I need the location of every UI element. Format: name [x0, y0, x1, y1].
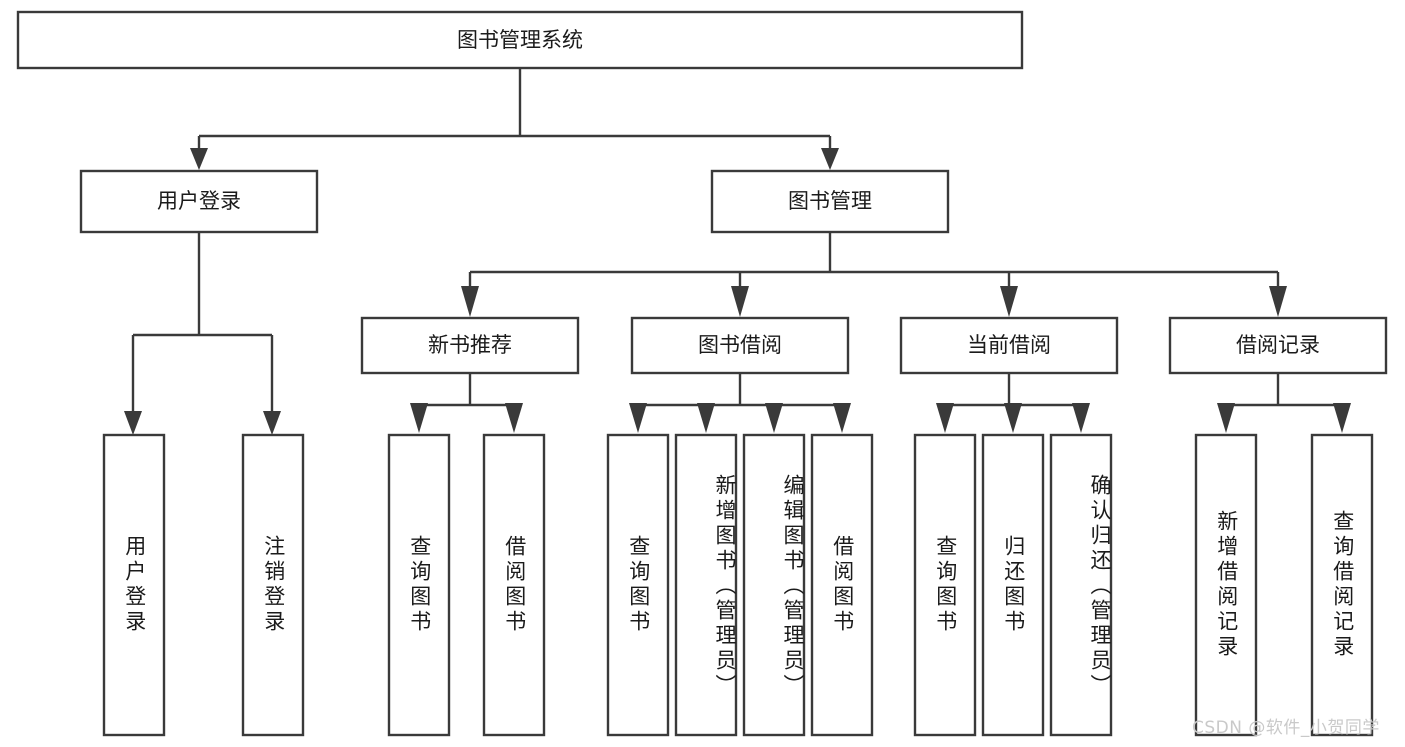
node-new-book-recommend-label: 新书推荐 — [428, 333, 512, 357]
arrow-icon-new-book-1 — [410, 403, 428, 433]
node-current-borrow-box — [899, 316, 1119, 375]
leaf-box-new-book-2[interactable] — [482, 433, 546, 737]
arrow-icon-current-borrow-3 — [1072, 403, 1090, 433]
arrow-icon-borrow-record-1 — [1217, 403, 1235, 433]
node-book-manage-box — [710, 169, 950, 234]
leaf-box-book-borrow-2[interactable] — [674, 433, 738, 737]
arrow-icon-to-book-manage — [821, 148, 839, 170]
leaf-box-user-login-2[interactable] — [241, 433, 305, 737]
node-new-book-recommend-box — [360, 316, 580, 375]
node-current-borrow[interactable]: 当前借阅 — [899, 316, 1119, 375]
leaf-box-borrow-record-2[interactable] — [1310, 433, 1374, 737]
node-borrow-record[interactable]: 借阅记录 — [1168, 316, 1388, 375]
node-root-label: 图书管理系统 — [457, 28, 583, 52]
leaf-box-current-borrow-3[interactable] — [1049, 433, 1113, 737]
node-user-login-label: 用户登录 — [157, 189, 241, 213]
arrow-icon-book-borrow-1 — [629, 403, 647, 433]
arrow-icon-to-current-borrow — [1000, 286, 1018, 317]
arrow-icon-borrow-record-2 — [1333, 403, 1351, 433]
arrow-icon-to-user-login — [190, 148, 208, 170]
node-root-box — [16, 10, 1024, 70]
node-book-manage-label: 图书管理 — [788, 189, 872, 213]
leaf-box-current-borrow-2[interactable] — [981, 433, 1045, 737]
node-book-manage[interactable]: 图书管理 — [710, 169, 950, 234]
arrow-icon-to-book-borrow — [731, 286, 749, 317]
node-book-borrow-box — [630, 316, 850, 375]
arrow-icon-to-borrow-record — [1269, 286, 1287, 317]
leaf-box-new-book-1[interactable] — [387, 433, 451, 737]
node-user-login[interactable]: 用户登录 — [79, 169, 319, 234]
arrow-icon-book-borrow-4 — [833, 403, 851, 433]
node-borrow-record-label: 借阅记录 — [1236, 333, 1320, 357]
node-current-borrow-label: 当前借阅 — [967, 333, 1051, 357]
leaf-box-book-borrow-4[interactable] — [810, 433, 874, 737]
node-book-borrow[interactable]: 图书借阅 — [630, 316, 850, 375]
arrow-icon-user-login-1 — [124, 411, 142, 435]
arrow-icon-to-new-book — [461, 286, 479, 317]
arrow-icon-new-book-2 — [505, 403, 523, 433]
leaf-box-borrow-record-1[interactable] — [1194, 433, 1258, 737]
arrow-icon-book-borrow-2 — [697, 403, 715, 433]
arrow-icon-book-borrow-3 — [765, 403, 783, 433]
node-root[interactable]: 图书管理系统 — [16, 10, 1024, 70]
leaf-box-book-borrow-1[interactable] — [606, 433, 670, 737]
node-new-book-recommend[interactable]: 新书推荐 — [360, 316, 580, 375]
leaf-box-user-login-1[interactable] — [102, 433, 166, 737]
arrow-icon-current-borrow-2 — [1004, 403, 1022, 433]
node-book-borrow-label: 图书借阅 — [698, 333, 782, 357]
csdn-watermark: CSDN @软件_小贺同学 — [1192, 718, 1380, 738]
arrow-icon-user-login-2 — [263, 411, 281, 435]
leaf-box-current-borrow-1[interactable] — [913, 433, 977, 737]
arrow-icon-current-borrow-1 — [936, 403, 954, 433]
node-borrow-record-box — [1168, 316, 1388, 375]
leaf-box-book-borrow-3[interactable] — [742, 433, 806, 737]
